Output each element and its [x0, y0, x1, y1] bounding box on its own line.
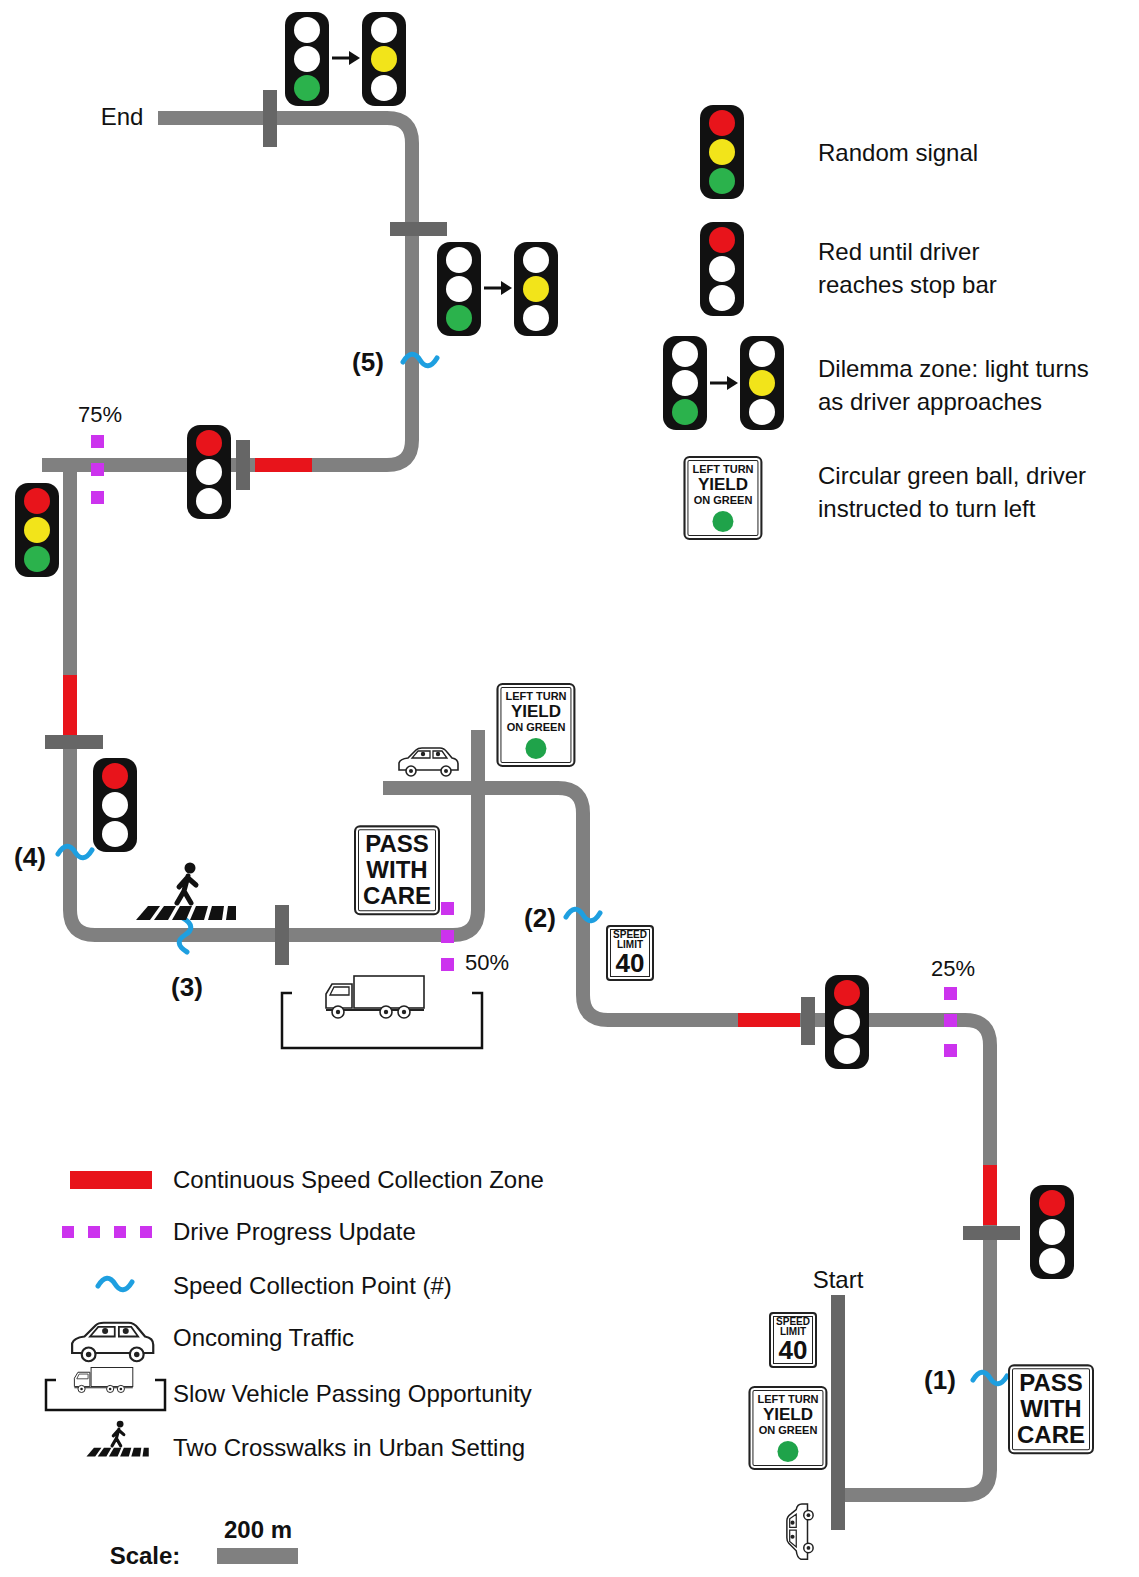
legend-text: Oncoming Traffic: [173, 1321, 354, 1354]
speed-limit-sign: SPEED LIMIT40: [769, 1312, 817, 1368]
speed-collection-zones: [63, 458, 997, 1225]
legend-text: Continuous Speed Collection Zone: [173, 1163, 544, 1196]
red-signal: [187, 425, 231, 519]
traffic-signals: [15, 12, 1074, 1279]
legend-text: Random signal: [818, 136, 978, 169]
callout-number: (1): [924, 1366, 956, 1395]
callout-number: (2): [524, 904, 556, 933]
road: [42, 118, 990, 1495]
oncoming-car: [399, 748, 458, 776]
legend-text: Slow Vehicle Passing Opportunity: [173, 1377, 532, 1410]
sign-text: PASS WITH CARE: [1017, 1370, 1085, 1448]
callout-number: (5): [352, 348, 384, 377]
callout-number: Scale:: [110, 1543, 181, 1569]
callout-number: 200 m: [224, 1517, 292, 1543]
callout-number: (4): [14, 843, 46, 872]
green-ball: [777, 1441, 798, 1462]
sign-text: SPEED LIMIT: [776, 1317, 810, 1337]
sign-text: 40: [779, 1337, 808, 1363]
legend-text: Red until driver reaches stop bar: [818, 235, 1028, 301]
sign-text: ON GREEN: [759, 1424, 818, 1437]
callout-number: (3): [171, 973, 203, 1002]
map-label: 25%: [931, 957, 975, 981]
sign-text: YIELD: [511, 703, 561, 722]
legend-text: Two Crosswalks in Urban Setting: [173, 1431, 525, 1464]
sign-text: LEFT TURN: [692, 463, 753, 476]
left-turn-sign: LEFT TURNYIELDON GREEN: [748, 1386, 827, 1470]
legend-text: Circular green ball, driver instructed t…: [818, 459, 1118, 525]
red-signal: [700, 222, 744, 316]
red-signal: [825, 975, 869, 1069]
map-label: End: [101, 104, 144, 130]
sign-text: PASS WITH CARE: [363, 831, 431, 909]
legend-text: Drive Progress Update: [173, 1215, 416, 1248]
dilemma-arrows: [332, 51, 738, 390]
driver-car: [787, 1504, 813, 1559]
red-signal: [93, 758, 137, 852]
map-label: 75%: [78, 403, 122, 427]
green-ball: [525, 738, 546, 759]
legend-swatch: [70, 1171, 152, 1189]
green-ball: [712, 511, 733, 532]
scale-bar: [217, 1548, 298, 1564]
left-turn-sign: LEFT TURNYIELDON GREEN: [683, 456, 762, 540]
stop-bars: [45, 90, 1020, 1530]
random-signal: [700, 105, 744, 199]
legend-text: Speed Collection Point (#): [173, 1269, 452, 1302]
progress-markers: [62, 435, 957, 1238]
sign-text: LEFT TURN: [505, 690, 566, 703]
brackets: [46, 993, 482, 1410]
speed-limit-sign: SPEED LIMIT40: [606, 925, 654, 981]
green-signal: [437, 242, 481, 336]
sign-text: LEFT TURN: [757, 1393, 818, 1406]
yellow-signal: [740, 336, 784, 430]
sign-text: ON GREEN: [694, 494, 753, 507]
oncoming-car: [72, 1323, 153, 1362]
green-signal: [663, 336, 707, 430]
sign-text: YIELD: [698, 476, 748, 495]
sign-text: SPEED LIMIT: [613, 930, 647, 950]
map-label: 50%: [465, 951, 509, 975]
crosswalks: [86, 863, 236, 1457]
map-label: Start: [813, 1267, 864, 1293]
pass-with-care-sign: PASS WITH CARE: [1008, 1364, 1094, 1454]
slow-truck: [74, 1367, 132, 1392]
sign-text: 40: [616, 950, 645, 976]
sign-text: YIELD: [763, 1406, 813, 1425]
green-signal: [285, 12, 329, 106]
random-signal: [15, 483, 59, 577]
yellow-signal: [514, 242, 558, 336]
slow-truck: [326, 976, 424, 1018]
left-turn-sign: LEFT TURNYIELDON GREEN: [496, 683, 575, 767]
sign-text: ON GREEN: [507, 721, 566, 734]
red-signal: [1030, 1185, 1074, 1279]
yellow-signal: [362, 12, 406, 106]
vehicles: [72, 748, 813, 1559]
pass-with-care-sign: PASS WITH CARE: [354, 825, 440, 915]
legend-text: Dilemma zone: light turns as driver appr…: [818, 352, 1118, 418]
